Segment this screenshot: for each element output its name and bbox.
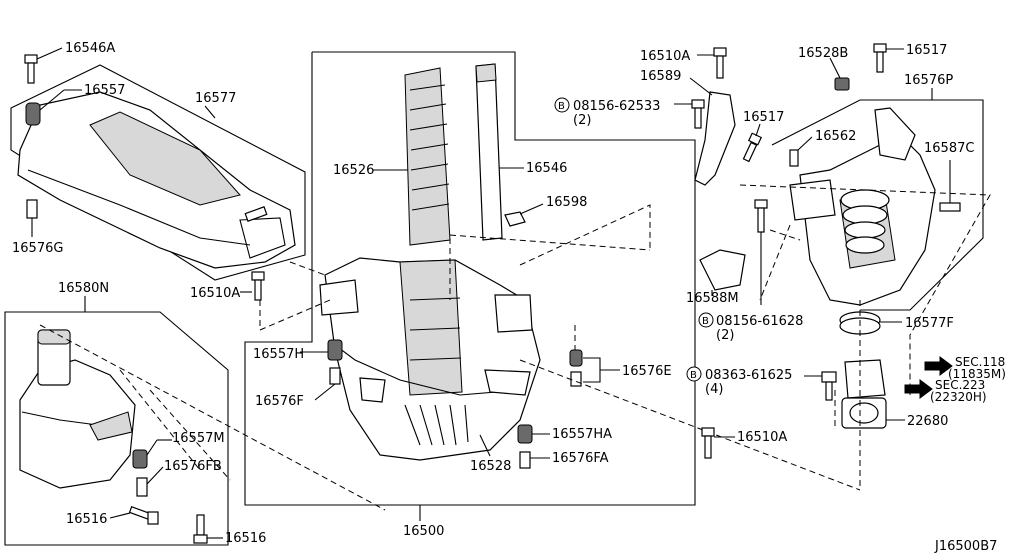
- label-16576E: 16576E: [622, 364, 672, 379]
- label-16510A-top: 16510A: [640, 49, 690, 64]
- hose-16587C: [939, 160, 961, 212]
- qty-08363-61625: (4): [705, 382, 723, 397]
- label-16528B: 16528B: [798, 46, 848, 61]
- label-16528: 16528: [470, 459, 511, 474]
- label-16576G: 16576G: [12, 241, 63, 256]
- grommet-16557M: [132, 439, 172, 469]
- filter-16546: [475, 63, 503, 241]
- label-16576P: 16576P: [904, 73, 953, 88]
- bolt-16516-a: [109, 505, 159, 525]
- label-08156-61628: 08156-61628: [716, 314, 803, 329]
- label-16588M: 16588M: [686, 291, 739, 306]
- label-16598: 16598: [546, 195, 587, 210]
- bolt-08156-62533: B: [554, 97, 705, 129]
- bolt-16516-b: [193, 514, 223, 544]
- arrow-sec223: [904, 379, 933, 399]
- box-16500: [244, 51, 696, 506]
- collar-16576FB: [136, 466, 164, 497]
- resonator-16580N: [19, 329, 136, 489]
- label-16510A-left: 16510A: [190, 286, 240, 301]
- label-16557: 16557: [84, 83, 125, 98]
- label-16526: 16526: [333, 163, 374, 178]
- label-16557H: 16557H: [253, 347, 304, 362]
- label-16557HA: 16557HA: [552, 427, 612, 442]
- svg-text:B: B: [558, 101, 565, 112]
- box-16576P: [771, 99, 984, 311]
- clip-16562: [789, 136, 813, 167]
- diagram-id: J16500B7: [934, 539, 997, 554]
- label-sec118-sub: (11835M): [948, 367, 1006, 381]
- svg-text:B: B: [702, 316, 709, 327]
- label-08156-62533: 08156-62533: [573, 99, 660, 114]
- bolt-16517-top: [873, 43, 904, 73]
- intake-duct-16576P: [789, 107, 936, 306]
- label-sec118: SEC.118: [955, 355, 1005, 369]
- qty-08156-61628: (2): [716, 328, 734, 343]
- collar-16576F: [314, 367, 341, 401]
- label-16546A: 16546A: [65, 41, 115, 56]
- label-16562: 16562: [815, 129, 856, 144]
- clamp-16577F: [839, 311, 902, 335]
- label-sec223: SEC.223: [935, 378, 985, 392]
- clip-16598: [504, 203, 544, 227]
- nut-16528B: [829, 57, 850, 91]
- collar-16576FA: [519, 451, 550, 469]
- label-16577F: 16577F: [905, 316, 954, 331]
- air-cleaner-body: [319, 257, 541, 461]
- label-16577: 16577: [195, 91, 236, 106]
- throttle-chamber-22680: [841, 359, 905, 429]
- label-08363-61625: 08363-61625: [705, 368, 792, 383]
- bracket-16589: [689, 77, 736, 186]
- label-16576FA: 16576FA: [552, 451, 609, 466]
- label-16516-b: 16516: [225, 531, 266, 546]
- grommet-16557: [25, 89, 82, 126]
- label-16587C: 16587C: [924, 141, 974, 156]
- arrow-sec118: [924, 356, 953, 376]
- bolt-16510A-top: [697, 47, 727, 79]
- collar-16576G: [26, 199, 38, 237]
- grommet-16557H: [300, 339, 343, 361]
- label-16546: 16546: [526, 161, 567, 176]
- label-sec223-sub: (22320H): [930, 390, 987, 404]
- label-16500: 16500: [403, 524, 444, 539]
- bolt-08156-61628: B: [698, 199, 768, 328]
- duct-cover-16577: [10, 64, 306, 281]
- box-16580N: [4, 311, 229, 546]
- label-16516-a: 16516: [66, 512, 107, 527]
- label-16576F: 16576F: [255, 394, 304, 409]
- bolt-16510A-left: [240, 271, 265, 301]
- label-16576FB: 16576FB: [164, 459, 222, 474]
- bolt-16546A: [24, 47, 63, 84]
- grommet-16576E: [569, 349, 620, 387]
- bracket-16588M: [699, 249, 746, 296]
- bolt-16517-mid: [742, 123, 763, 163]
- label-16580N: 16580N: [58, 281, 109, 296]
- label-16517-top: 16517: [906, 43, 947, 58]
- filter-16526: [404, 67, 451, 246]
- label-16557M: 16557M: [172, 431, 225, 446]
- label-16517-mid: 16517: [743, 110, 784, 125]
- grommet-16557HA: [517, 424, 550, 444]
- label-16510A-right: 16510A: [737, 430, 787, 445]
- label-22680: 22680: [907, 414, 948, 429]
- svg-text:B: B: [690, 370, 697, 381]
- qty-08156-62533: (2): [573, 113, 591, 128]
- bolt-08363-61625: B: [686, 366, 837, 401]
- bolt-16510A-right: [701, 427, 735, 459]
- label-16589: 16589: [640, 69, 681, 84]
